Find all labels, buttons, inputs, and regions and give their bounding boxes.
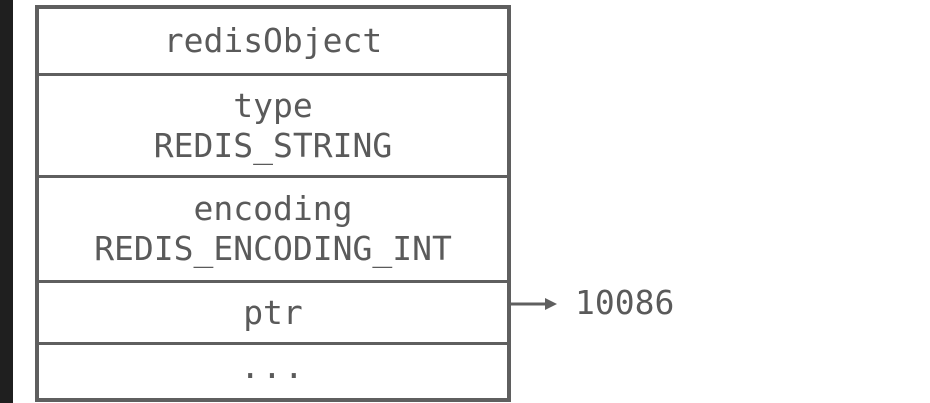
type-field-row: type REDIS_STRING [39,73,507,175]
redis-object-struct: redisObject type REDIS_STRING encoding R… [35,5,511,402]
encoding-field-value: REDIS_ENCODING_INT [94,229,452,268]
pointer-target-value: 10086 [575,283,675,322]
pointer-arrow-icon [511,298,557,310]
struct-title: redisObject [163,21,383,60]
ptr-field-row: ptr [39,280,507,342]
encoding-field-name: encoding [193,189,353,228]
type-field-name: type [233,85,313,125]
encoding-field-row: encoding REDIS_ENCODING_INT [39,175,507,280]
ellipsis-field-row: ... [39,342,507,402]
left-edge-strip [0,0,13,403]
type-field-value: REDIS_STRING [153,125,393,165]
struct-title-row: redisObject [39,9,507,73]
ptr-field-name: ptr [243,292,303,332]
ellipsis-field: ... [240,346,306,386]
